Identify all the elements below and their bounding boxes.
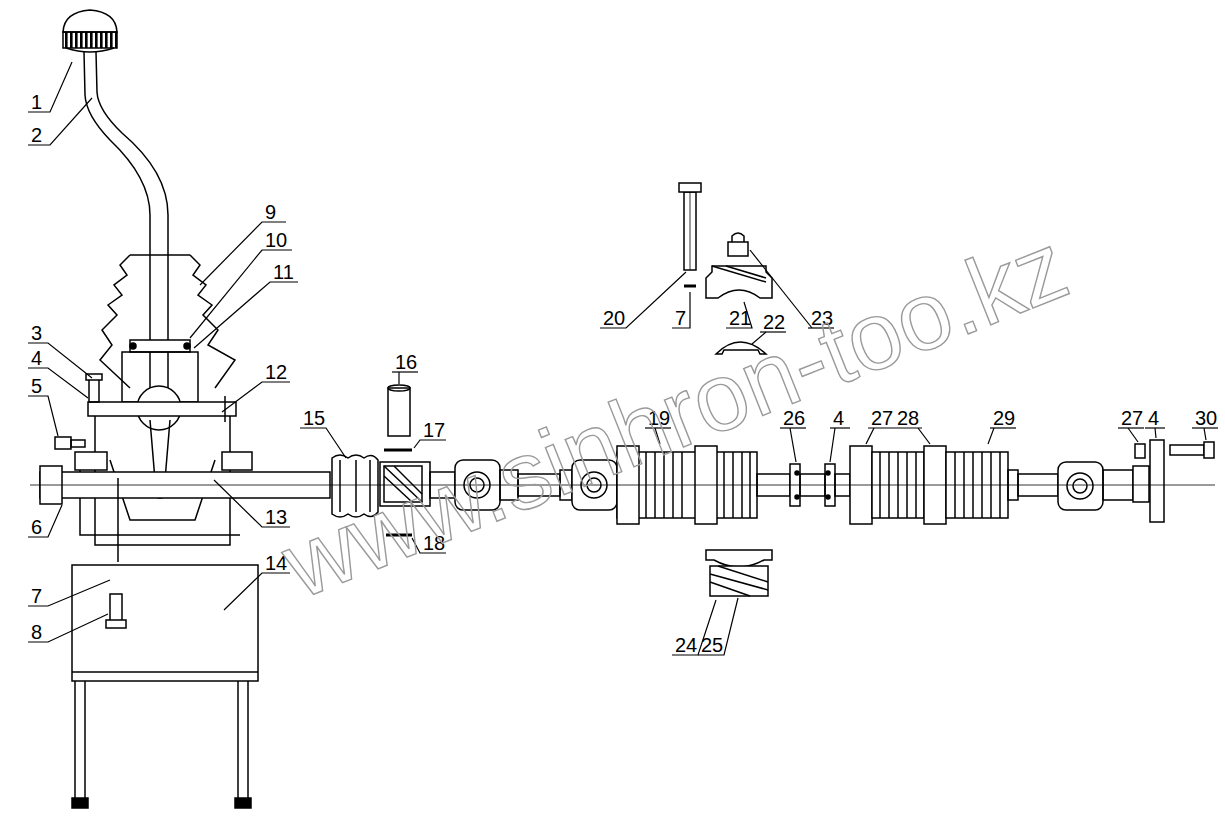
leader-lines: [28, 62, 1218, 655]
callout-number: 30: [1195, 408, 1217, 428]
callout-number: 24: [675, 635, 697, 655]
callout-number: 4: [31, 348, 42, 368]
callout-number: 16: [395, 352, 417, 372]
callout-number: 7: [675, 308, 686, 328]
callout-number: 8: [31, 622, 42, 642]
callout-number: 4: [1148, 408, 1159, 428]
callout-number: 27: [871, 408, 893, 428]
callout-number: 5: [31, 376, 42, 396]
callout-number: 10: [265, 230, 287, 250]
callout-number: 17: [423, 420, 445, 440]
callout-number: 2: [31, 125, 42, 145]
callout-number: 25: [701, 635, 723, 655]
callout-number: 9: [265, 202, 276, 222]
callout-number: 27: [1121, 408, 1143, 428]
callout-number: 6: [31, 517, 42, 537]
illustration: [30, 10, 1215, 808]
callout-number: 3: [31, 323, 42, 343]
callout-number: 4: [833, 408, 844, 428]
callout-number: 28: [897, 408, 919, 428]
callout-number: 20: [603, 308, 625, 328]
callout-number: 11: [273, 262, 294, 282]
callout-number: 7: [31, 586, 42, 606]
callout-number: 21: [729, 308, 751, 328]
callout-number: 15: [303, 408, 325, 428]
callout-number: 1: [31, 92, 42, 112]
callout-number: 29: [993, 408, 1015, 428]
callout-number: 12: [265, 362, 287, 382]
